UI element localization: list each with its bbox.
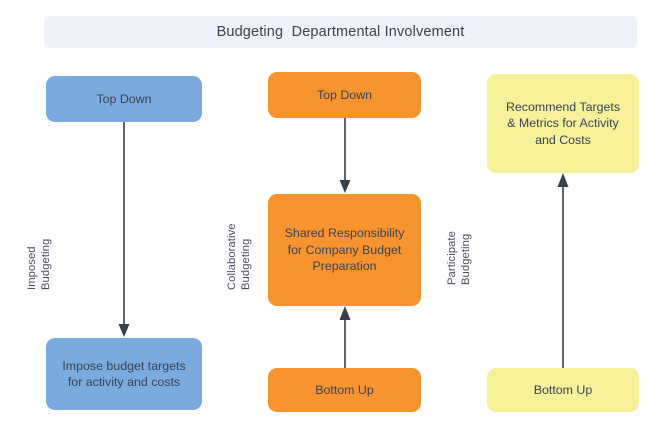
diagram-title: Budgeting Departmental Involvement — [216, 24, 465, 40]
node-imposed-top-down[interactable]: Top Down — [46, 76, 202, 122]
lane-label-participate-budgeting: Participate Budgeting — [446, 231, 472, 285]
connector-imposed-top-down-to-impose-targets — [118, 122, 130, 337]
connector-bottom-up-to-recommend-targets — [557, 173, 569, 369]
connector-collaborative-top-down-to-shared — [339, 118, 351, 193]
connector-bottom-up-to-shared-responsibility — [339, 306, 351, 368]
node-collaborative-top-down[interactable]: Top Down — [268, 72, 421, 118]
node-recommend-targets-metrics[interactable]: Recommend Targets & Metrics for Activity… — [487, 74, 639, 173]
node-collaborative-bottom-up[interactable]: Bottom Up — [268, 368, 421, 412]
node-label: Bottom Up — [315, 382, 374, 397]
node-label: Top Down — [96, 91, 152, 106]
node-impose-budget-targets[interactable]: Impose budget targets for activity and c… — [46, 338, 202, 410]
node-label: Top Down — [316, 87, 373, 102]
lane-label-collaborative-budgeting: Collaborative Budgeting — [226, 223, 252, 290]
node-participate-bottom-up[interactable]: Bottom Up — [487, 368, 639, 412]
node-shared-responsibility[interactable]: Shared Responsibility for Company Budget… — [268, 194, 421, 306]
node-label: Bottom Up — [533, 382, 593, 397]
node-label: Recommend Targets & Metrics for Activity… — [505, 99, 621, 147]
diagram-title-banner: Budgeting Departmental Involvement — [44, 16, 637, 48]
node-label: Shared Responsibility for Company Budget… — [284, 226, 405, 274]
node-label: Impose budget targets for activity and c… — [62, 358, 186, 390]
lane-label-imposed-budgeting: Imposed Budgeting — [26, 238, 52, 290]
